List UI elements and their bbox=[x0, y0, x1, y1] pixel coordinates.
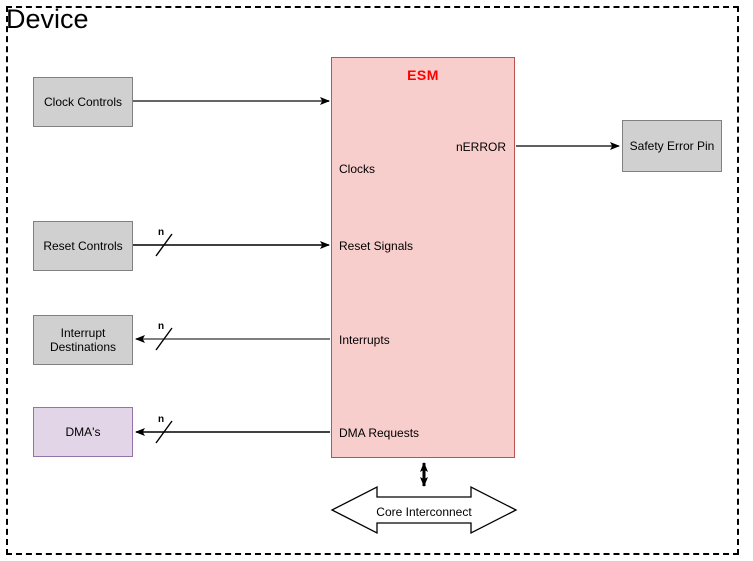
block-clock-controls-label: Clock Controls bbox=[43, 95, 123, 109]
block-safety-error-pin[interactable]: Safety Error Pin bbox=[622, 120, 722, 172]
block-reset-controls[interactable]: Reset Controls bbox=[33, 221, 133, 271]
block-interrupt-destinations[interactable]: Interrupt Destinations bbox=[33, 315, 133, 365]
bus-marker-interrupts: n bbox=[158, 321, 165, 332]
esm-port-clocks: Clocks bbox=[339, 162, 376, 176]
block-esm[interactable]: ESM Clocks Reset Signals Interrupts DMA … bbox=[331, 57, 515, 458]
esm-port-reset-signals: Reset Signals bbox=[339, 239, 414, 253]
block-core-interconnect[interactable]: Core Interconnect bbox=[332, 487, 516, 533]
bus-marker-dma: n bbox=[158, 414, 165, 425]
esm-port-interrupts: Interrupts bbox=[339, 333, 390, 347]
device-title: Device bbox=[6, 4, 89, 34]
block-dmas[interactable]: DMA's bbox=[33, 407, 133, 457]
device-boundary bbox=[6, 6, 739, 555]
block-dmas-label: DMA's bbox=[65, 425, 101, 439]
esm-title: ESM bbox=[407, 67, 439, 83]
block-core-interconnect-label: Core Interconnect bbox=[376, 505, 472, 519]
bus-marker-reset: n bbox=[158, 227, 165, 238]
esm-port-nerror: nERROR bbox=[455, 140, 506, 154]
block-safety-error-pin-label: Safety Error Pin bbox=[629, 139, 715, 153]
esm-port-dma-requests: DMA Requests bbox=[339, 426, 420, 440]
block-reset-controls-label: Reset Controls bbox=[43, 239, 123, 253]
block-clock-controls[interactable]: Clock Controls bbox=[33, 77, 133, 127]
block-interrupt-destinations-label: Interrupt Destinations bbox=[49, 326, 117, 354]
